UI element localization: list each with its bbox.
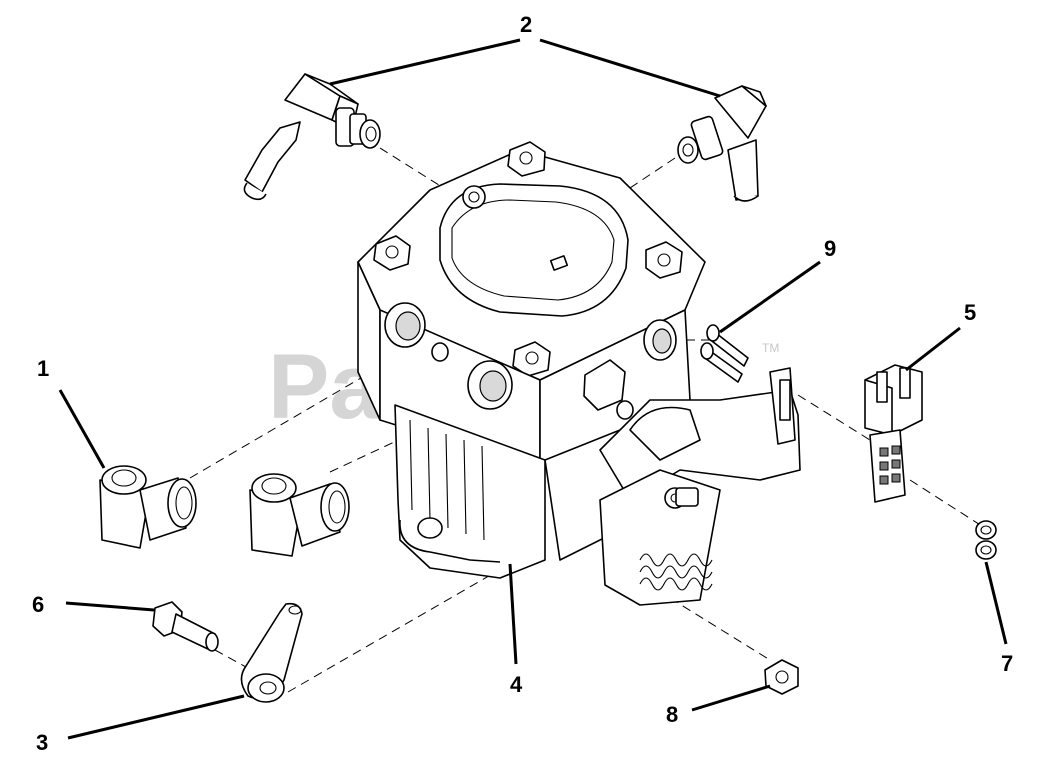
lever-3 [240,602,303,703]
watermark-trademark: TM [762,341,779,355]
callout-4: 4 [510,672,523,697]
washers-7 [975,520,997,560]
elbow-fitting-upper-left [243,73,381,201]
callout-numbers: 1 2 3 4 5 6 7 8 9 [32,12,1013,755]
pins-9 [700,324,749,383]
callout-1: 1 [37,356,49,381]
callout-9: 9 [824,236,836,261]
callout-7: 7 [1001,651,1013,676]
callout-5: 5 [964,300,976,325]
elbow-fitting-1-second [249,473,350,557]
governor-spring [639,553,713,591]
callout-3: 3 [36,730,48,755]
callout-6: 6 [32,592,44,617]
carburetor-body [357,141,801,606]
leader-lines [58,38,1008,740]
nut-8 [764,659,799,695]
callout-2: 2 [520,12,532,37]
callout-8: 8 [666,702,678,727]
connector-5 [864,364,923,503]
elbow-fitting-upper-right [677,85,767,202]
bolt-6 [152,601,219,652]
elbow-fitting-1 [99,465,197,549]
